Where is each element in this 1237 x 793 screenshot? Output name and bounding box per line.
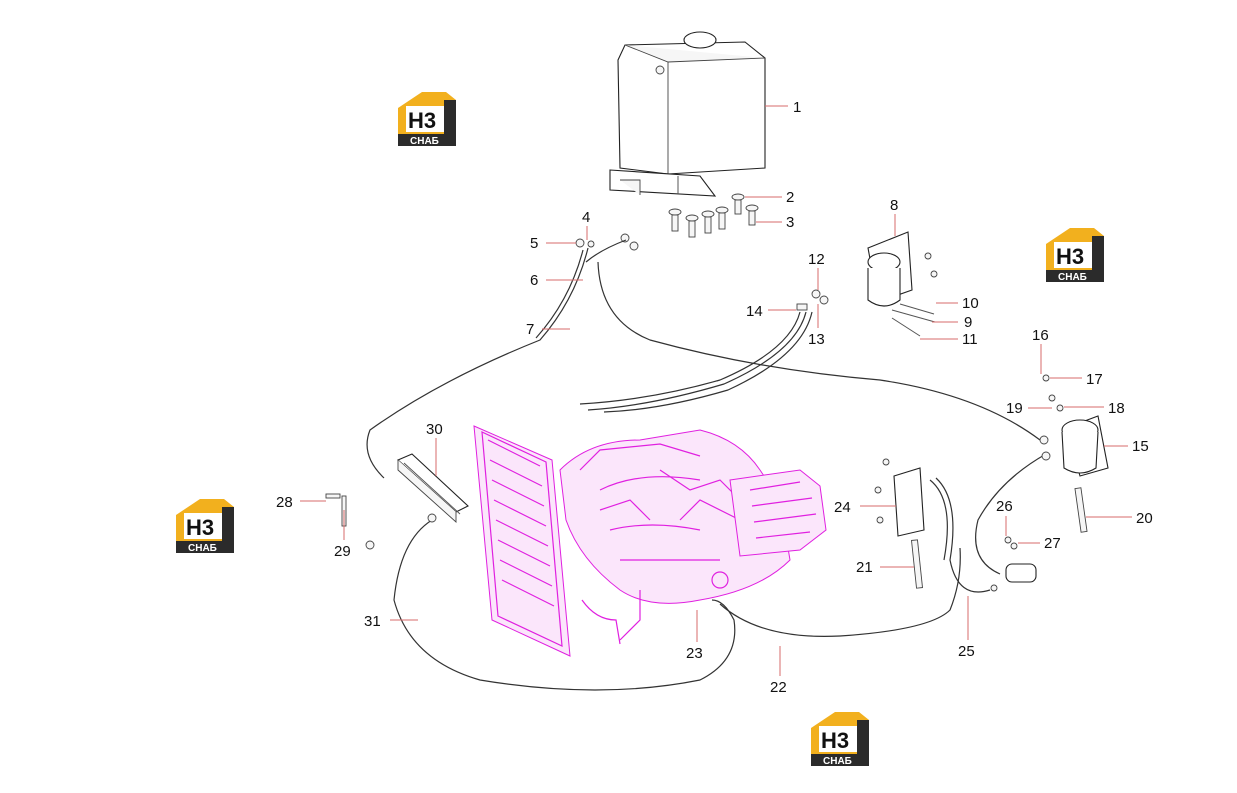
callout-26: 26	[996, 498, 1013, 515]
bracket-assembly-24	[874, 458, 925, 589]
hoses	[366, 239, 1047, 691]
callout-20: 20	[1136, 510, 1153, 527]
callout-9: 9	[964, 314, 972, 331]
callout-22: 22	[770, 679, 787, 696]
callout-21: 21	[856, 559, 873, 576]
watermark-bottom-text: СНАБ	[823, 756, 852, 767]
watermark-logo-2: H3 СНАБ	[1046, 228, 1104, 283]
callout-17: 17	[1086, 371, 1103, 388]
callout-14: 14	[746, 303, 763, 320]
hydraulic-tank	[609, 31, 766, 197]
watermark-bottom-text: СНАБ	[188, 543, 217, 554]
watermark-top-text: H3	[821, 728, 849, 753]
callout-11: 11	[962, 331, 978, 348]
watermark-logo-3: H3 СНАБ	[176, 499, 234, 554]
callout-16: 16	[1032, 327, 1049, 344]
watermark-top-text: H3	[186, 515, 214, 540]
callout-4: 4	[582, 209, 590, 226]
callout-8: 8	[890, 197, 898, 214]
callout-1: 1	[793, 99, 801, 116]
callout-15: 15	[1132, 438, 1149, 455]
watermark-logo-1: H3 СНАБ	[398, 92, 456, 147]
callout-12: 12	[808, 251, 825, 268]
filter-bracket-assembly	[867, 231, 938, 337]
callout-25: 25	[958, 643, 975, 660]
callout-31: 31	[364, 613, 381, 630]
callout-3: 3	[786, 214, 794, 231]
fittings-4-5-6	[575, 233, 639, 251]
watermark-bottom-text: СНАБ	[1058, 272, 1087, 283]
watermark-bottom-text: СНАБ	[410, 136, 439, 147]
fittings-12-13-14	[796, 289, 829, 311]
callout-18: 18	[1108, 400, 1125, 417]
callout-23: 23	[686, 645, 703, 662]
callout-7: 7	[526, 321, 534, 338]
callout-30: 30	[426, 421, 443, 438]
engine-radiator-assembly	[473, 425, 827, 657]
callout-2: 2	[786, 189, 794, 206]
watermark-top-text: H3	[1056, 244, 1084, 269]
callout-29: 29	[334, 543, 351, 560]
watermark-logo-4: H3 СНАБ	[811, 712, 869, 767]
leader-lines	[300, 105, 1132, 676]
callout-numbers: 1 2 3 4 5 6 7 8 9 10 11 12 13 14 15 16 1…	[276, 99, 1153, 696]
oil-cooler	[325, 453, 469, 550]
valve-27	[990, 536, 1037, 592]
bolt-set-2-3	[668, 193, 759, 238]
callout-27: 27	[1044, 535, 1061, 552]
callout-5: 5	[530, 235, 538, 252]
watermark-top-text: H3	[408, 108, 436, 133]
callout-19: 19	[1006, 400, 1023, 417]
callout-10: 10	[962, 295, 979, 312]
return-filter-assembly	[1039, 374, 1109, 533]
callout-6: 6	[530, 272, 538, 289]
callout-28: 28	[276, 494, 293, 511]
callout-13: 13	[808, 331, 825, 348]
callout-24: 24	[834, 499, 851, 516]
